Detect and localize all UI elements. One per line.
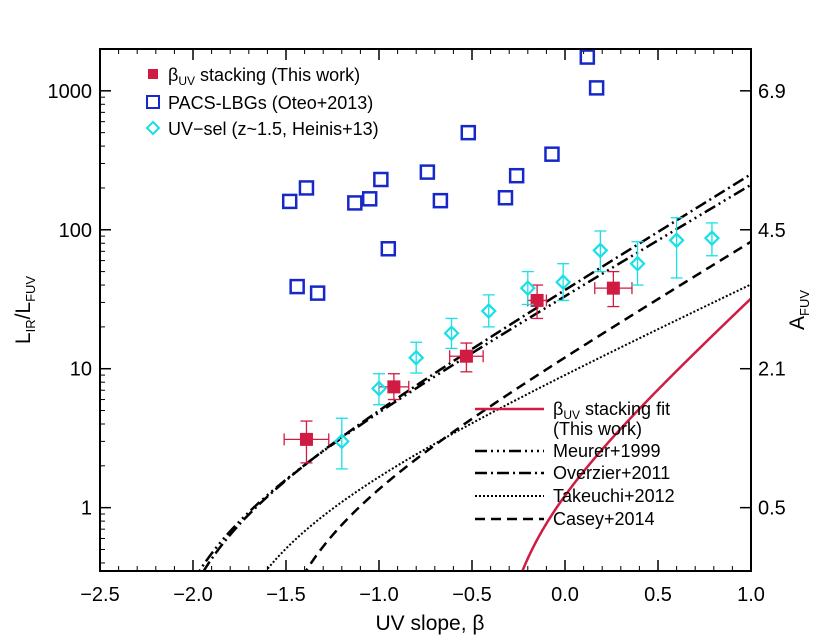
point-pacs-lbg (508, 167, 525, 184)
point-pacs-lbg (579, 49, 596, 65)
legend-marker-uvsel (145, 120, 161, 136)
point-uv-sel (555, 274, 572, 291)
point-uv-sel (629, 255, 646, 272)
data-points (281, 49, 720, 470)
point-uv-sel (480, 302, 497, 320)
curve-meurer-1999 (197, 183, 751, 571)
x-tick-label: −0.5 (452, 584, 491, 606)
point-pacs-lbg (298, 180, 315, 196)
point-uv-sel (703, 230, 720, 247)
point-stacking (299, 432, 313, 446)
point-pacs-lbg (419, 164, 436, 180)
x-tick-label: 0.0 (551, 584, 579, 606)
legend-curves: βUV stacking fit (This work) Meurer+1999… (475, 399, 675, 529)
point-uv-sel (668, 232, 685, 249)
y-tick-label: 1000 (48, 81, 93, 103)
plot-frame (99, 48, 752, 572)
x-tick-label: −2.0 (173, 584, 212, 606)
x-axis-title: UV slope, β (376, 612, 485, 635)
point-pacs-lbg (432, 192, 449, 209)
curve-casey-2014 (304, 240, 751, 571)
x-tick-label: 1.0 (737, 584, 765, 606)
point-pacs-lbg (380, 241, 397, 257)
point-pacs-lbg (497, 189, 514, 206)
point-uv-sel (443, 325, 460, 342)
legend-label-fit: βUV stacking fit (553, 399, 670, 422)
legend-label-uvsel: UV−sel (z~1.5, Heinis+13) (168, 119, 379, 139)
point-uv-sel (333, 433, 350, 450)
model-curves (197, 173, 751, 571)
point-pacs-lbg (373, 171, 389, 188)
y2-tick-label: 2.1 (758, 359, 786, 381)
point-pacs-lbg (281, 193, 298, 210)
point-pacs-lbg (588, 80, 605, 96)
point-stacking (530, 293, 544, 307)
legend-marker-stacking (148, 69, 158, 79)
legend-label-takeuchi: Takeuchi+2012 (553, 486, 675, 506)
legend-label-casey: Casey+2014 (553, 509, 655, 529)
point-stacking (606, 281, 620, 295)
y2-tick-label: 6.9 (758, 81, 786, 103)
y2-tick-label: 4.5 (758, 220, 786, 242)
point-uv-sel (519, 280, 536, 297)
curve-overzier-2011 (202, 173, 751, 571)
legend-marker-pacs (146, 95, 160, 109)
point-pacs-lbg (309, 285, 326, 301)
legend-label-stacking: βUV stacking (This work) (168, 65, 360, 88)
x-tick-label: 0.5 (644, 584, 672, 606)
point-pacs-lbg (460, 124, 477, 141)
y2-axis-title: AFUV (786, 290, 812, 330)
y-tick-label: 1 (81, 498, 92, 520)
legend-label-fit-line2: (This work) (553, 419, 642, 439)
x-tick-label: −1.5 (266, 584, 305, 606)
curve-takeuchi-2012 (264, 283, 751, 571)
x-tick-label: −1.0 (359, 584, 398, 606)
legend-label-pacs: PACS-LBGs (Oteo+2013) (168, 93, 373, 113)
point-uv-sel (408, 349, 425, 366)
legend-label-overzier: Overzier+2011 (553, 463, 670, 483)
point-uv-sel (370, 380, 388, 397)
x-tick-label: −2.5 (80, 584, 119, 606)
y-tick-label: 10 (70, 359, 92, 381)
point-pacs-lbg (289, 278, 305, 295)
y-axis-title: LIR/LFUV (12, 276, 38, 345)
point-stacking (387, 380, 401, 394)
point-pacs-lbg (361, 191, 378, 207)
y-tick-label: 100 (59, 220, 92, 242)
curve--uv-stacking-fit-this-work- (521, 297, 751, 571)
tick-labels: −2.5 −2.0 −1.5 −1.0 −0.5 0.0 0.5 1.0 1 10 100 1000 0… (48, 81, 786, 606)
point-pacs-lbg (544, 146, 560, 162)
point-pacs-lbg (347, 195, 363, 211)
y2-tick-label: 0.5 (758, 498, 786, 520)
legend-label-meurer: Meurer+1999 (553, 441, 661, 461)
legend-markers: βUV stacking (This work) PACS-LBGs (Oteo… (145, 65, 379, 139)
point-uv-sel (592, 242, 609, 259)
point-stacking (459, 349, 473, 363)
